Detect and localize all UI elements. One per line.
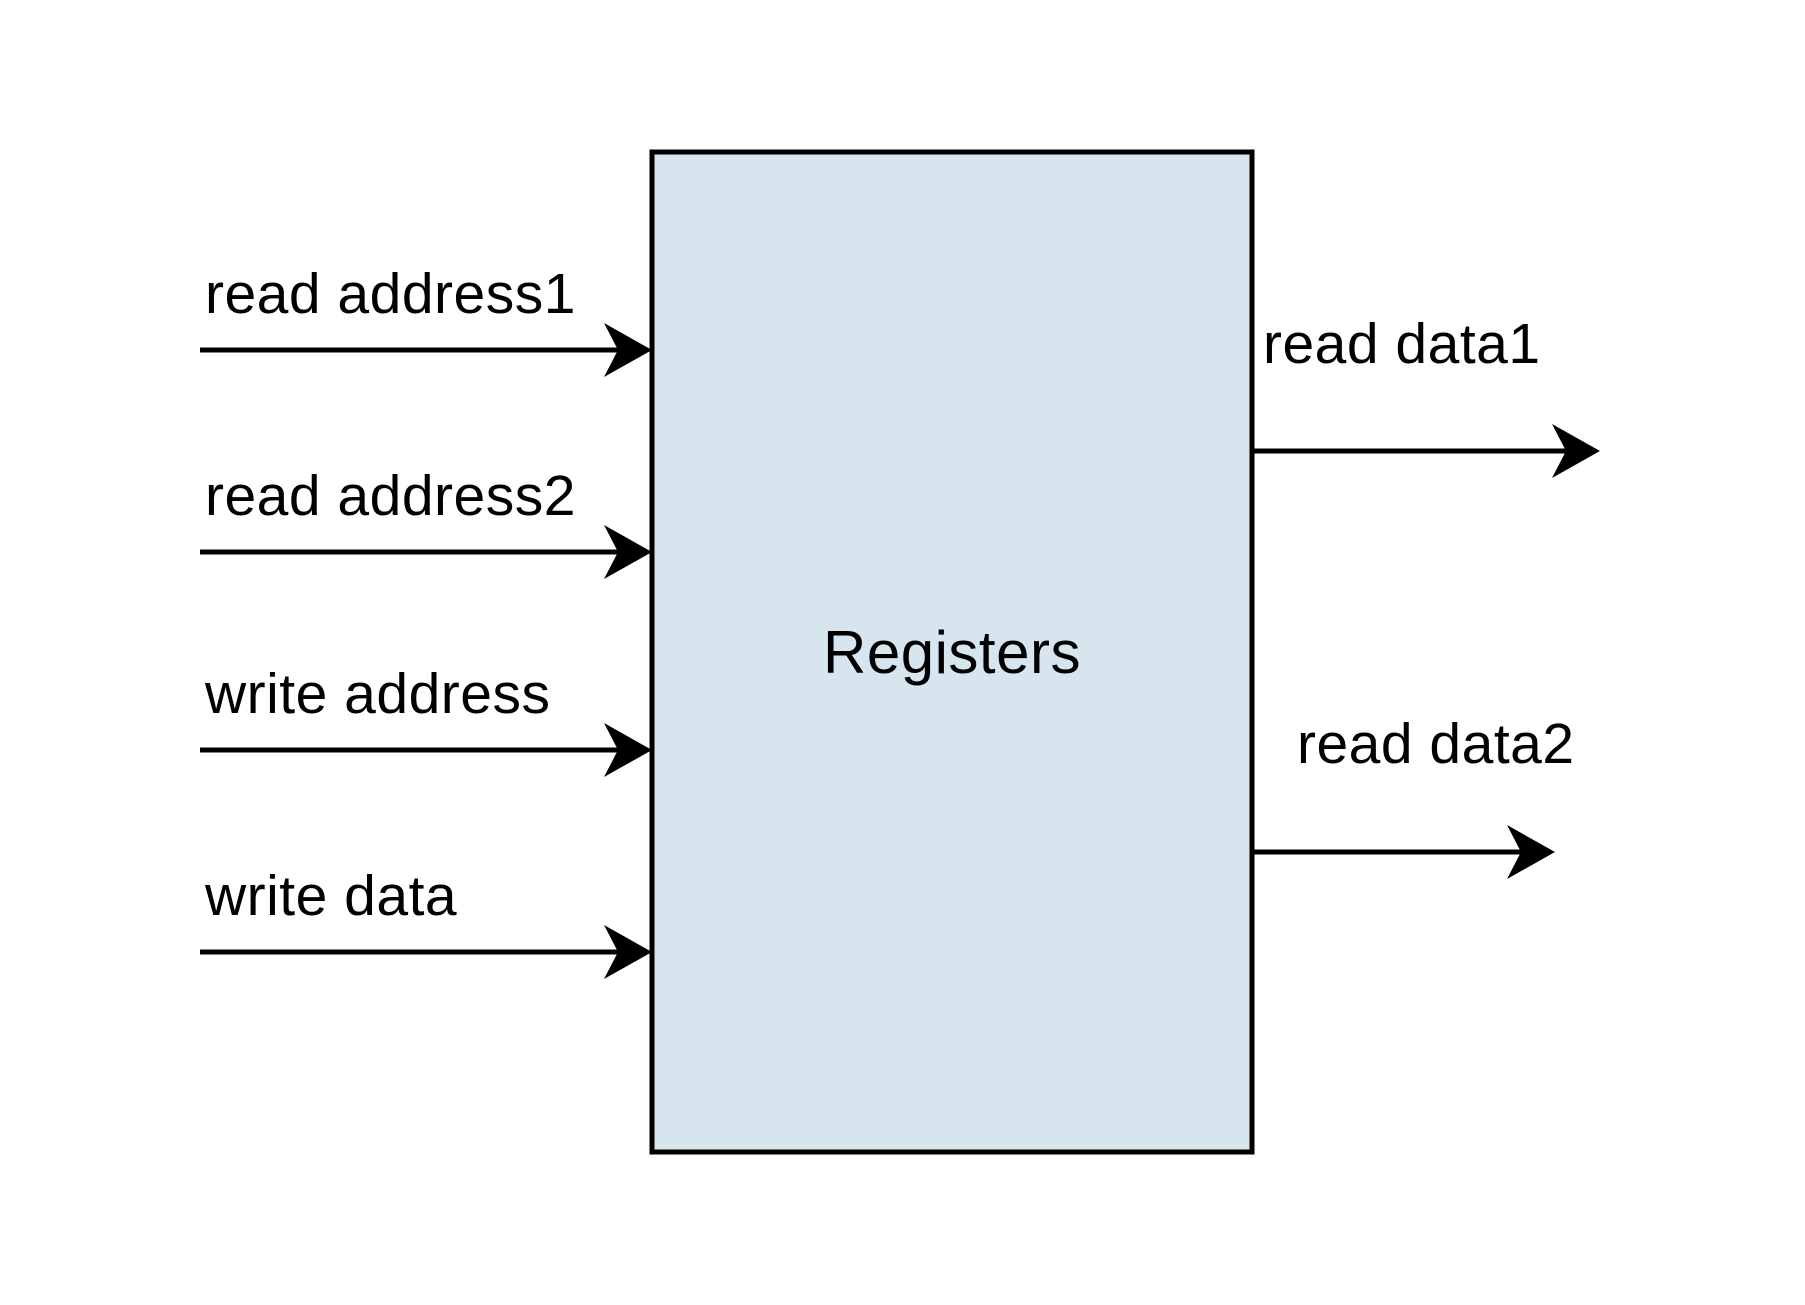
input-arrow-write-address-head (604, 723, 652, 777)
input-arrow-write-address (200, 723, 652, 777)
input-arrow-write-data (200, 925, 652, 979)
output-arrow-read-data2 (1254, 825, 1555, 879)
output-arrow-read-data2-head (1507, 825, 1555, 879)
input-label-read-address2: read address2 (205, 464, 576, 528)
input-arrow-read-address1 (200, 323, 652, 377)
input-label-read-address1: read address1 (205, 262, 576, 326)
input-label-write-address: write address (205, 662, 551, 726)
output-arrow-read-data1 (1254, 424, 1600, 478)
input-label-write-data: write data (205, 864, 458, 928)
output-label-read-data1: read data1 (1263, 312, 1541, 376)
output-arrow-read-data1-head (1552, 424, 1600, 478)
input-arrow-write-data-head (604, 925, 652, 979)
registers-block (649, 149, 1255, 1155)
input-arrow-read-address1-head (604, 323, 652, 377)
output-label-read-data2: read data2 (1297, 712, 1575, 776)
input-arrow-read-address2-head (604, 525, 652, 579)
input-arrow-read-address2 (200, 525, 652, 579)
